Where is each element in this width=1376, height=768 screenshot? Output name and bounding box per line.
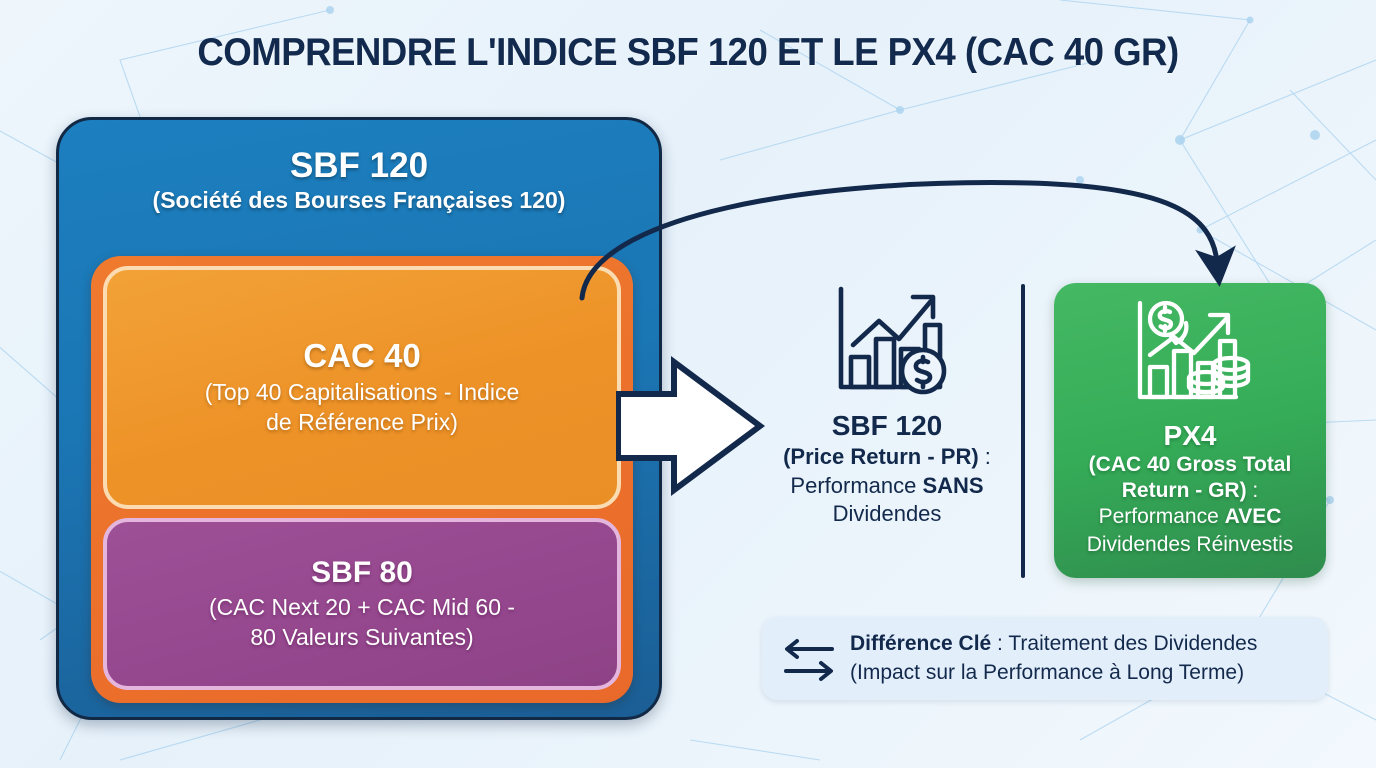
orange-frame: CAC 40 (Top 40 Capitalisations - Indice …	[91, 256, 633, 703]
bar-chart-growth-dollar-icon	[838, 286, 947, 395]
cac40-title: CAC 40	[303, 337, 421, 375]
sbf80-subtitle-line2: 80 Valeurs Suivantes)	[250, 624, 474, 651]
px4-subtitle-line2: Return - GR) :	[1054, 478, 1326, 504]
sbf80-subtitle: (CAC Next 20 + CAC Mid 60 - 80 Valeurs S…	[107, 592, 617, 653]
legend-text: Différence Clé : Traitement des Dividend…	[850, 630, 1257, 686]
pr-subtitle: (Price Return - PR) :	[762, 443, 1012, 471]
px4-subtitle-line1: (CAC 40 Gross Total	[1088, 453, 1292, 477]
px4-performance-line: Performance AVEC	[1054, 503, 1326, 530]
legend-line2: (Impact sur la Performance à Long Terme)	[850, 660, 1245, 684]
cac40-subtitle: (Top 40 Capitalisations - Indice de Réfé…	[107, 377, 617, 438]
px4-performance-normal: Performance	[1098, 505, 1225, 529]
column-divider	[1021, 284, 1025, 578]
px4-dividends-line: Dividendes Réinvestis	[1086, 532, 1294, 556]
pr-title: SBF 120	[831, 410, 943, 441]
legend-line1-bold: Différence Clé	[850, 632, 992, 656]
cac40-subtitle-line2: de Référence Prix)	[266, 409, 458, 436]
sbf80-title: SBF 80	[311, 556, 413, 590]
page-title: COMPRENDRE L'INDICE SBF 120 ET LE PX4 (C…	[197, 31, 1179, 74]
pr-performance-normal: Performance	[790, 472, 923, 498]
right-block-arrow-icon	[616, 356, 766, 496]
px4-card: PX4 (CAC 40 Gross Total Return - GR) : P…	[1054, 283, 1326, 578]
px4-performance-bold: AVEC	[1224, 505, 1282, 529]
bar-chart-dividend-coins-icon	[1137, 300, 1251, 400]
price-return-column: SBF 120 (Price Return - PR) : Performanc…	[762, 283, 1012, 529]
legend-box: Différence Clé : Traitement des Dividend…	[762, 617, 1328, 700]
curved-arrow-icon	[579, 180, 1236, 301]
cac40-subtitle-line1: (Top 40 Capitalisations - Indice	[204, 379, 520, 406]
px4-subtitle-line2-tail: :	[1246, 478, 1259, 502]
px4-title: PX4	[1163, 420, 1217, 451]
pr-dividends-line: Dividendes	[832, 501, 942, 527]
cac40-card: CAC 40 (Top 40 Capitalisations - Indice …	[103, 266, 621, 509]
pr-performance-bold: SANS	[922, 472, 984, 498]
pr-performance-line: Performance SANS	[762, 472, 1012, 501]
legend-line1: Différence Clé : Traitement des Dividend…	[850, 630, 1257, 658]
legend-line1-tail: : Traitement des Dividendes	[991, 632, 1258, 656]
pr-subtitle-tail: :	[978, 444, 991, 470]
px4-subtitle-line2-bold: Return - GR)	[1121, 478, 1247, 502]
exchange-arrows-icon	[784, 638, 834, 681]
pr-subtitle-bold: (Price Return - PR)	[783, 444, 979, 470]
sbf80-subtitle-line1: (CAC Next 20 + CAC Mid 60 -	[208, 593, 516, 620]
sbf80-card: SBF 80 (CAC Next 20 + CAC Mid 60 - 80 Va…	[103, 518, 621, 690]
